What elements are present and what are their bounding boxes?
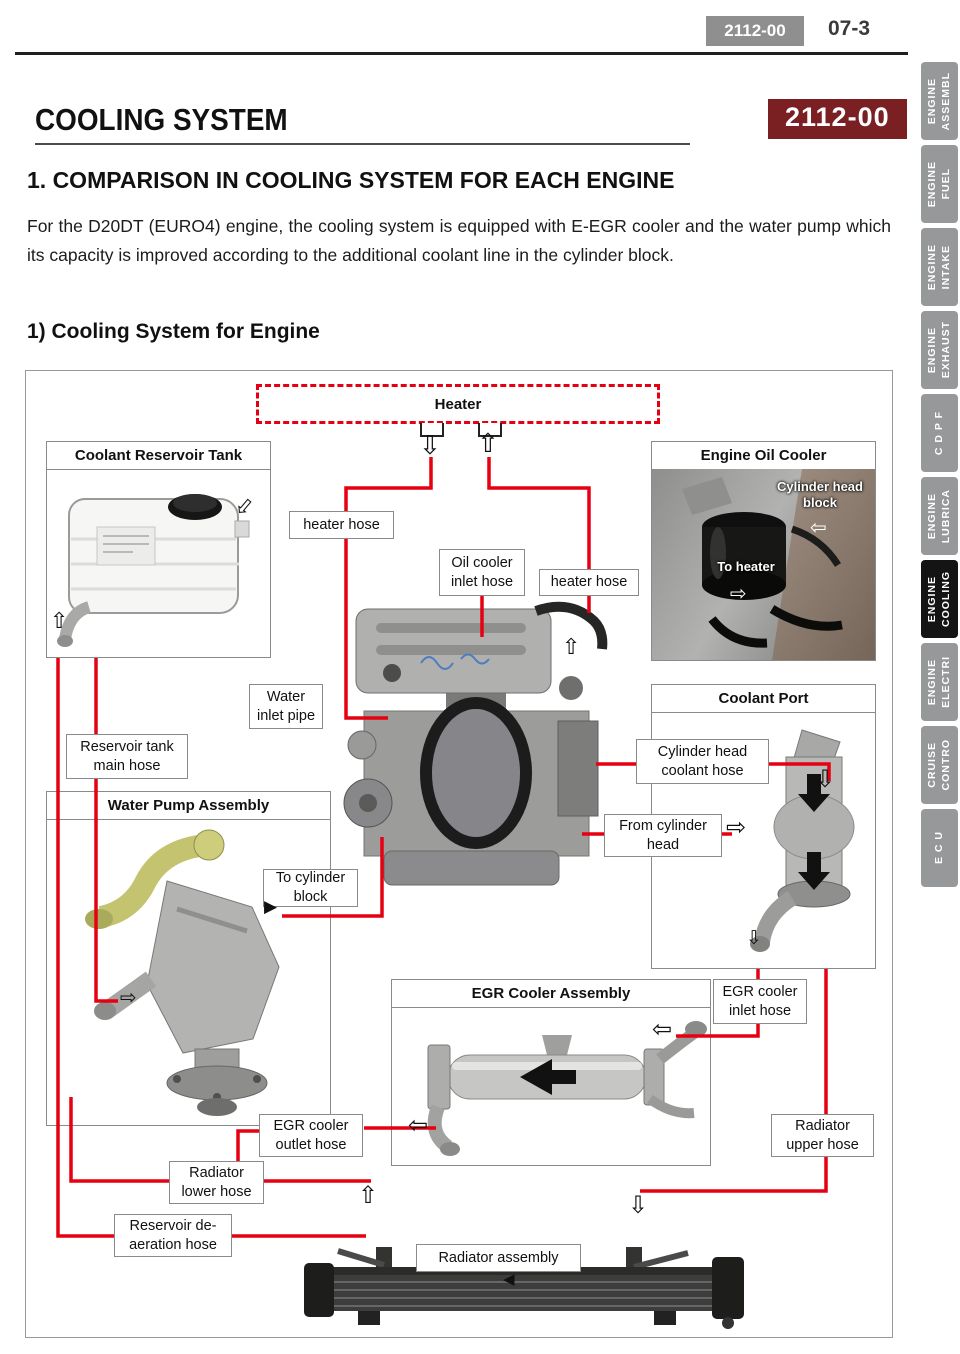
- panel-engine-oil-cooler: Engine Oil Cooler: [651, 441, 876, 661]
- header-code-badge: 2112-00: [706, 16, 804, 46]
- label-reservoir-deaeration-hose: Reservoir de-aeration hose: [114, 1214, 232, 1257]
- label-to-cylinder-block: To cylinder block: [263, 869, 358, 907]
- annotation-to-heater: To heater: [717, 559, 775, 574]
- panel-title: Coolant Reservoir Tank: [47, 442, 270, 470]
- label-heater-hose-left: heater hose: [289, 511, 394, 539]
- tab-label: ENGINE: [926, 77, 939, 125]
- engine-oil-cooler-photo: [652, 469, 875, 660]
- panel-egr-cooler-assembly: EGR Cooler Assembly: [391, 979, 711, 1166]
- heater-label: Heater: [434, 395, 482, 413]
- tab-label: ENGINE: [926, 326, 939, 374]
- section-heading: 1. COMPARISON IN COOLING SYSTEM FOR EACH…: [27, 167, 675, 193]
- tab-label: EXHAUST: [939, 321, 952, 379]
- label-from-cylinder-head: From cylinder head: [604, 814, 722, 857]
- label-water-inlet-pipe: Water inlet pipe: [249, 684, 323, 729]
- cooling-system-diagram: Heater Coolant Reservoir Tank Engine Oil…: [25, 370, 893, 1338]
- right-arrow-icon: ⇨: [730, 581, 747, 605]
- up-arrow-icon: ⇧: [562, 635, 581, 660]
- left-arrow-icon: ⇦: [408, 1111, 429, 1139]
- panel-water-pump-assembly: Water Pump Assembly: [46, 791, 331, 1126]
- right-arrow-icon: ⇨: [120, 985, 137, 1009]
- engine-photo: [326, 593, 626, 903]
- tab-label: COOLING: [939, 571, 952, 627]
- left-arrow-solid-icon: ◀: [503, 1270, 515, 1288]
- tab-label: ELECTRI: [939, 656, 952, 708]
- panel-title: Water Pump Assembly: [47, 792, 330, 820]
- panel-title: Engine Oil Cooler: [652, 442, 875, 470]
- tab-label: ENGINE: [926, 575, 939, 623]
- label-oil-cooler-inlet-hose: Oil cooler inlet hose: [439, 549, 525, 596]
- tab-label: ENGINE: [926, 658, 939, 706]
- heater-connector-stub: [420, 423, 444, 437]
- up-arrow-icon: ⇧: [358, 1181, 379, 1209]
- label-heater-hose-right: heater hose: [539, 569, 639, 596]
- up-arrow-icon: ⇧: [50, 609, 69, 634]
- sidebar-tab-ecu[interactable]: E C U: [921, 809, 958, 887]
- sidebar-tab-cdpf[interactable]: C D P F: [921, 394, 958, 472]
- label-radiator-lower-hose: Radiator lower hose: [169, 1161, 264, 1204]
- label-radiator-upper-hose: Radiator upper hose: [771, 1114, 874, 1157]
- heater-dashed-box: Heater: [256, 384, 660, 424]
- header-rule: [15, 52, 908, 55]
- page-title: COOLING SYSTEM: [35, 102, 288, 137]
- left-arrow-icon: ⇦: [810, 515, 827, 539]
- down-arrow-icon: ⇩: [746, 927, 762, 949]
- label-cylinder-head-coolant-hose: Cylinder head coolant hose: [636, 739, 769, 784]
- down-arrow-icon: ⇩: [628, 1191, 649, 1219]
- tab-label: ASSEMBL: [939, 71, 952, 131]
- tab-label: ENGINE: [926, 243, 939, 291]
- water-pump-photo: [47, 819, 330, 1125]
- label-egr-cooler-outlet-hose: EGR cooler outlet hose: [259, 1114, 363, 1157]
- tab-label: ENGINE: [926, 160, 939, 208]
- page-number: 07-3: [828, 17, 871, 40]
- right-arrow-icon: ⇨: [726, 813, 747, 841]
- body-paragraph: For the D20DT (EURO4) engine, the coolin…: [27, 216, 891, 265]
- up-arrow-icon: ⇧: [477, 429, 499, 459]
- reservoir-tank-photo: [47, 469, 270, 657]
- tab-label: FUEL: [939, 168, 952, 200]
- tab-label: C D P F: [932, 410, 945, 456]
- title-rule: [35, 143, 690, 145]
- left-arrow-icon: ⇦: [652, 1015, 673, 1043]
- tab-label: E C U: [932, 831, 945, 865]
- panel-title: Coolant Port: [652, 685, 875, 713]
- annotation-cylinder-head-block: Cylinder head block: [777, 479, 863, 510]
- panel-coolant-reservoir-tank: Coolant Reservoir Tank: [46, 441, 271, 658]
- tab-label: CONTRO: [939, 739, 952, 791]
- down-arrow-icon: ⇩: [815, 765, 836, 793]
- right-arrow-solid-icon: ▶: [264, 897, 278, 917]
- section-code-badge: 2112-00: [768, 99, 907, 139]
- tab-label: ENGINE: [926, 492, 939, 540]
- tab-label: CRUISE: [926, 742, 939, 788]
- tab-label: INTAKE: [939, 244, 952, 290]
- label-egr-cooler-inlet-hose: EGR cooler inlet hose: [713, 979, 807, 1024]
- down-arrow-icon: ⇩: [419, 431, 441, 461]
- label-reservoir-tank-main-hose: Reservoir tank main hose: [66, 734, 188, 779]
- heater-connector-stub: [478, 423, 502, 437]
- label-radiator-assembly: Radiator assembly: [416, 1244, 581, 1272]
- sub-heading: 1) Cooling System for Engine: [27, 320, 320, 343]
- tab-label: LUBRICA: [939, 488, 952, 544]
- panel-title: EGR Cooler Assembly: [392, 980, 710, 1008]
